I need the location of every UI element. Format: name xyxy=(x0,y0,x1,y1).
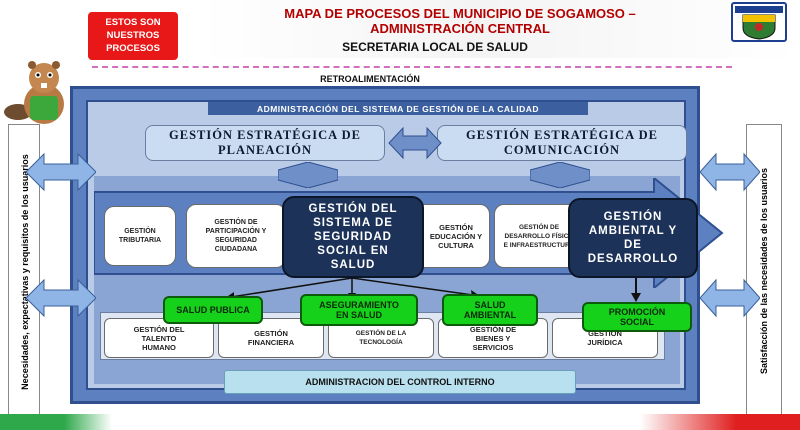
quality-management-label: ADMINISTRACIÓN DEL SISTEMA DE GESTIÓN DE… xyxy=(256,103,540,114)
beaver-icon xyxy=(4,61,64,124)
planeacion-down-arrow xyxy=(278,162,338,188)
callout-box: ESTOS SON NUESTROS PROCESOS xyxy=(88,12,178,60)
support-talento-humano: GESTIÓN DEL TALENTO HUMANO xyxy=(104,318,214,358)
page-title-line2: ADMINISTRACIÓN CENTRAL xyxy=(370,21,550,36)
strategic-arrows xyxy=(388,126,442,160)
left-upper-arrow xyxy=(26,152,96,192)
aseguramiento-salud-box: ASEGURAMIENTO EN SALUD xyxy=(300,294,418,326)
right-side-label: Satisfacción de las necesidades de los u… xyxy=(759,167,769,375)
comunicacion-down-arrow xyxy=(530,162,590,188)
double-horizontal-arrow xyxy=(388,126,442,160)
process-seguridad-social-salud: GESTIÓN DEL SISTEMA DE SEGURIDAD SOCIAL … xyxy=(282,196,424,278)
salud-publica-box: SALUD PUBLICA xyxy=(163,296,263,324)
right-lower-arrow xyxy=(700,278,760,318)
strategic-planeacion: GESTIÓN ESTRATÉGICA DE PLANEACIÓN xyxy=(145,125,385,161)
beaver-mascot xyxy=(0,56,82,128)
retroalimentacion-label: RETROALIMENTACIÓN xyxy=(320,74,420,84)
strategic-comunicacion: GESTIÓN ESTRATÉGICA DE COMUNICACIÓN xyxy=(437,125,687,161)
promocion-social-box: PROMOCIÓN SOCIAL xyxy=(582,302,692,332)
page-subtitle: SECRETARIA LOCAL DE SALUD xyxy=(342,40,528,54)
quality-management-band: ADMINISTRACIÓN DEL SISTEMA DE GESTIÓN DE… xyxy=(208,102,588,115)
left-input-arrows xyxy=(26,152,96,318)
municipal-coat-of-arms xyxy=(731,2,787,42)
retroalimentacion-dashed-line xyxy=(92,66,732,68)
salud-ambiental-box: SALUD AMBIENTAL xyxy=(442,294,538,326)
process-tributaria: GESTIÓN TRIBUTARIA xyxy=(104,206,176,266)
left-lower-arrow xyxy=(26,278,96,318)
control-interno-bar: ADMINISTRACION DEL CONTROL INTERNO xyxy=(224,370,576,394)
control-interno-label: ADMINISTRACION DEL CONTROL INTERNO xyxy=(305,377,495,387)
right-upper-arrow xyxy=(700,152,760,192)
right-output-arrows xyxy=(700,152,760,318)
shield-icon xyxy=(735,6,783,40)
page-title-line1: MAPA DE PROCESOS DEL MUNICIPIO DE SOGAMO… xyxy=(284,6,636,21)
process-ambiental-desarrollo: GESTIÓN AMBIENTAL Y DE DESARROLLO xyxy=(568,198,698,278)
callout-text: ESTOS SON NUESTROS PROCESOS xyxy=(105,17,161,54)
process-participacion: GESTIÓN DE PARTICIPACIÓN Y SEGURIDAD CIU… xyxy=(186,204,286,268)
bottom-stripe-red xyxy=(0,414,800,430)
